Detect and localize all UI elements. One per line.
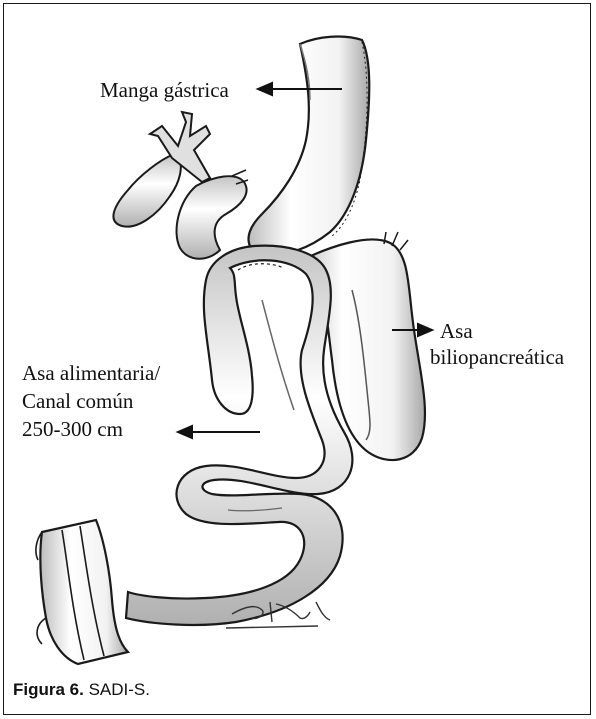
label-alimentary-line3: 250-300 cm: [22, 416, 123, 443]
label-alimentary-line1: Asa alimentaria/: [22, 360, 160, 387]
gastric-sleeve: [249, 37, 370, 260]
duodenum: [177, 170, 248, 259]
label-biliopancreatic-line2: biliopancreática: [430, 344, 564, 371]
label-alimentary-line2: Canal común: [22, 388, 133, 415]
caption-prefix: Figura 6.: [13, 680, 84, 699]
gallbladder: [113, 155, 180, 227]
arrow-alimentary: [178, 426, 260, 438]
label-gastric-sleeve: Manga gástrica: [100, 77, 229, 104]
label-biliopancreatic-line1: Asa: [440, 318, 473, 345]
colon: [36, 520, 128, 664]
figure-caption: Figura 6. SADI-S.: [13, 680, 150, 700]
caption-text: SADI-S.: [84, 680, 150, 699]
alimentary-limb: [126, 246, 352, 625]
